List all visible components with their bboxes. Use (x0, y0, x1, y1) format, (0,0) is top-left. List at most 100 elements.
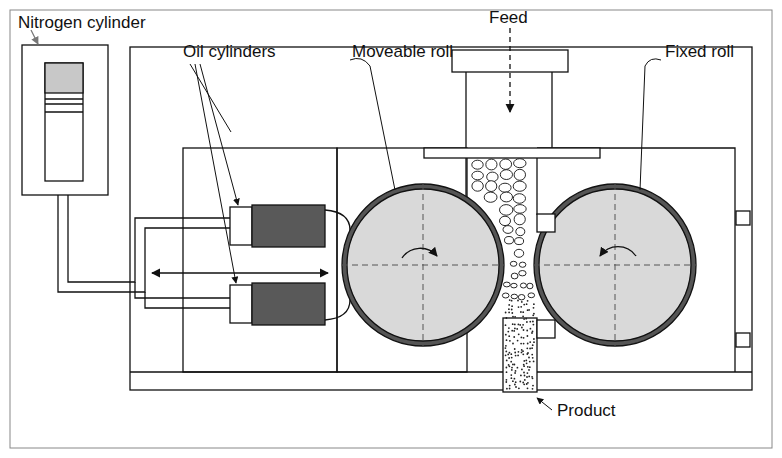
product-fines (533, 341, 535, 343)
product-fines (521, 352, 523, 354)
product-fines (517, 355, 519, 357)
product-fines (505, 354, 507, 356)
product-fines (514, 378, 516, 380)
product-fines (523, 365, 525, 367)
product-fines (527, 309, 529, 311)
product-fines (509, 299, 511, 301)
product-fines (530, 328, 532, 330)
feed-particle (513, 194, 525, 204)
feed-particle (518, 295, 525, 300)
feed-particle (500, 216, 511, 225)
feed-particle (519, 262, 526, 267)
product-fines (518, 324, 520, 326)
product-fines (511, 367, 513, 369)
product-fines (528, 369, 530, 371)
product-fines (523, 337, 525, 339)
feed-particle (472, 181, 483, 191)
product-fines (526, 330, 528, 332)
product-fines (519, 324, 521, 326)
feed-particle (511, 283, 517, 288)
product-fines (532, 357, 534, 359)
product-fines (532, 377, 534, 379)
product-fines (518, 333, 520, 335)
product-fines (529, 348, 531, 350)
product-fines (508, 327, 510, 329)
product-fines (520, 375, 522, 377)
product-fines (526, 383, 528, 385)
feed-particle (500, 192, 512, 202)
product-fines (529, 366, 531, 368)
product-fines (517, 340, 519, 342)
feed-particle (514, 205, 526, 214)
product-fines (505, 324, 507, 326)
product-fines (506, 367, 508, 369)
product-fines (513, 336, 515, 338)
product-fines (505, 347, 507, 349)
product-fines (506, 339, 508, 341)
feed-particle (505, 237, 514, 244)
product-fines (515, 381, 517, 383)
product-fines (510, 361, 512, 363)
product-fines (523, 372, 525, 374)
product-fines (525, 318, 527, 320)
product-fines (532, 344, 534, 346)
feed-particle (472, 160, 483, 169)
product-fines (527, 300, 529, 302)
product-fines (506, 360, 508, 362)
product-fines (528, 376, 530, 378)
product-fines (514, 364, 516, 366)
product-fines (514, 372, 516, 374)
product-fines (532, 314, 534, 316)
product-fines (522, 353, 524, 355)
product-fines (526, 362, 528, 364)
product-fines (533, 313, 535, 315)
product-fines (505, 381, 507, 383)
feed-particle (520, 283, 526, 288)
product-fines (510, 374, 512, 376)
product-fines (514, 348, 516, 350)
product-fines (523, 343, 525, 345)
product-fines (526, 321, 528, 323)
product-fines (507, 354, 509, 356)
feed-particle (514, 169, 525, 180)
feed-particle (511, 273, 518, 279)
product-fines (508, 308, 510, 310)
product-fines (512, 316, 514, 318)
product-fines (516, 328, 518, 330)
product-fines (528, 309, 530, 311)
part-label: Moveable roll (352, 42, 453, 62)
product-fines (522, 324, 524, 326)
product-fines (533, 307, 535, 309)
product-fines (509, 365, 511, 367)
product-fines (521, 327, 523, 329)
product-fines (527, 366, 529, 368)
product-fines (517, 367, 519, 369)
product-fines (509, 385, 511, 387)
product-fines (507, 331, 509, 333)
product-fines (512, 323, 514, 325)
product-fines (527, 343, 529, 345)
product-fines (523, 383, 525, 385)
product-fines (522, 315, 524, 317)
product-fines (514, 384, 516, 386)
product-fines (521, 301, 523, 303)
product-fines (533, 338, 535, 340)
part-label: Feed (489, 8, 528, 28)
feed-particle (510, 261, 517, 266)
feed-particle (514, 214, 525, 225)
product-fines (523, 304, 525, 306)
feed-particle (527, 283, 533, 289)
product-fines (506, 317, 508, 319)
product-fines (523, 360, 525, 362)
product-fines (527, 372, 529, 374)
product-fines (518, 387, 520, 389)
product-fines (520, 306, 522, 308)
product-fines (532, 388, 534, 390)
product-fines (511, 309, 513, 311)
product-fines (526, 347, 528, 349)
feed-particle (499, 183, 511, 192)
product-fines (533, 361, 535, 363)
product-fines (505, 351, 507, 353)
product-fines (514, 324, 516, 326)
product-fines (521, 349, 523, 351)
